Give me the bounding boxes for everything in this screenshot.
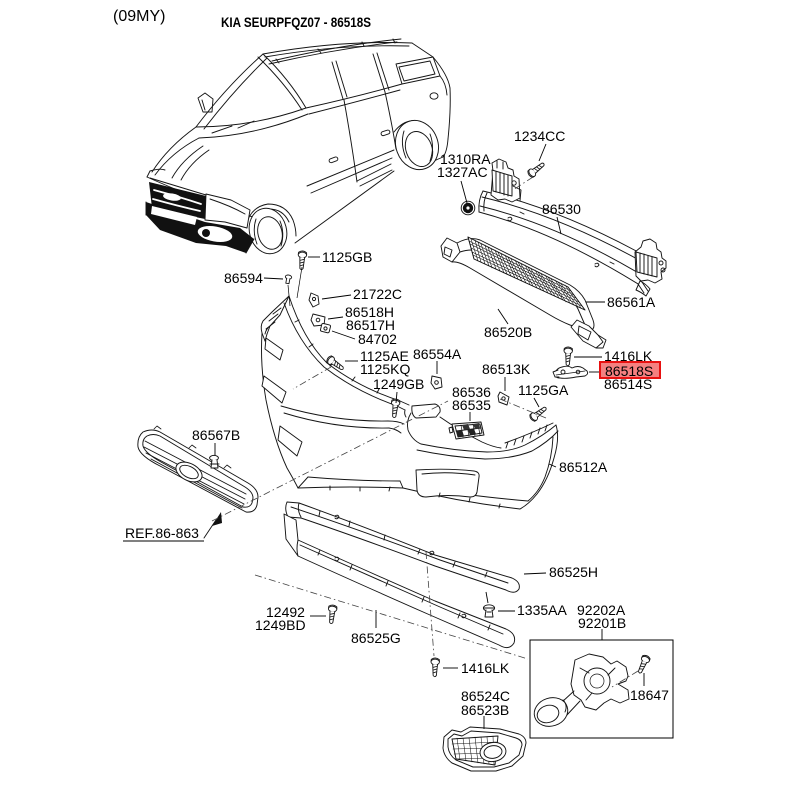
svg-text:18647: 18647: [630, 687, 669, 703]
svg-text:1234CC: 1234CC: [514, 128, 565, 144]
svg-text:86512A: 86512A: [559, 459, 608, 475]
svg-text:1125KQ: 1125KQ: [360, 361, 410, 377]
svg-text:1249BD: 1249BD: [255, 617, 306, 633]
svg-text:86517H: 86517H: [346, 317, 395, 333]
svg-text:1310RA: 1310RA: [440, 151, 491, 167]
svg-text:86524C: 86524C: [461, 688, 510, 704]
svg-text:1125GA: 1125GA: [518, 382, 569, 398]
svg-text:REF.86-863: REF.86-863: [125, 525, 199, 541]
svg-text:1125GB: 1125GB: [322, 249, 372, 265]
svg-text:86518S: 86518S: [605, 363, 653, 379]
svg-text:1335AA: 1335AA: [517, 602, 567, 618]
svg-text:86594: 86594: [224, 270, 263, 286]
svg-text:86525G: 86525G: [351, 630, 401, 646]
svg-text:86523B: 86523B: [461, 702, 509, 718]
svg-text:86561A: 86561A: [607, 294, 656, 310]
svg-text:12492: 12492: [266, 604, 305, 620]
svg-text:21722C: 21722C: [353, 286, 402, 302]
svg-text:KIA SEURPFQZ07 - 86518S: KIA SEURPFQZ07 - 86518S: [221, 14, 371, 30]
svg-text:1249GB: 1249GB: [373, 376, 424, 392]
svg-text:1327AC: 1327AC: [437, 164, 488, 180]
svg-text:86535: 86535: [452, 397, 491, 413]
svg-text:86536: 86536: [452, 384, 491, 400]
svg-text:86567B: 86567B: [192, 427, 240, 443]
svg-text:86520B: 86520B: [484, 324, 532, 340]
svg-text:86554A: 86554A: [413, 346, 462, 362]
svg-text:(09MY): (09MY): [113, 8, 165, 25]
svg-text:1416LK: 1416LK: [604, 348, 653, 364]
svg-text:1125AE: 1125AE: [360, 348, 409, 364]
svg-text:86518H: 86518H: [345, 304, 394, 320]
svg-text:92201B: 92201B: [578, 615, 626, 631]
svg-text:84702: 84702: [358, 331, 397, 347]
svg-text:1416LK: 1416LK: [461, 660, 510, 676]
svg-text:86525H: 86525H: [549, 564, 598, 580]
svg-text:86513K: 86513K: [482, 361, 531, 377]
svg-text:86530: 86530: [542, 201, 581, 217]
svg-text:92202A: 92202A: [577, 602, 626, 618]
svg-text:86514S: 86514S: [604, 376, 652, 392]
